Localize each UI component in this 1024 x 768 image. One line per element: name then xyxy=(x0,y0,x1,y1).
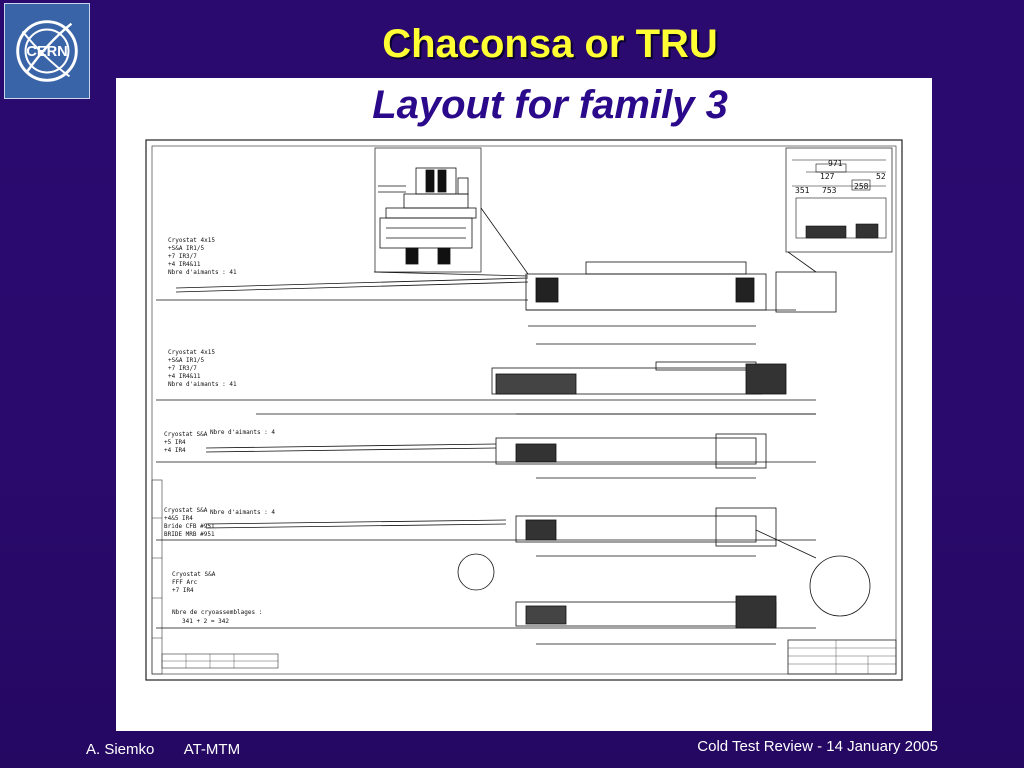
footer-left: A. Siemko AT-MTM xyxy=(86,741,266,758)
row1-note-2: +S&A IR1/5 xyxy=(168,245,205,252)
footer-author: A. Siemko xyxy=(86,741,155,758)
row4-note-1: Cryostat S&A xyxy=(164,507,208,514)
row5-note-1: Cryostat S&A xyxy=(172,571,216,578)
row1-note-3: +7 IR3/7 xyxy=(168,253,197,260)
logo-text: CERN xyxy=(26,44,67,60)
layout-row-4 xyxy=(156,507,871,617)
dimension-971: 971 xyxy=(828,159,843,168)
footer-group: AT-MTM xyxy=(183,741,241,758)
dimension-258: 258 xyxy=(854,182,869,191)
layout-row-1 xyxy=(156,207,837,327)
row2-note-4: +4 IR4&11 xyxy=(168,373,201,380)
layout-row-5 xyxy=(156,595,816,645)
row3-label: Nbre d'aimants : 4 xyxy=(210,429,275,436)
row4-note-4: BRIDE MRB #951 xyxy=(164,531,215,538)
row4-note-2: +4&5 IR4 xyxy=(164,515,193,522)
row3-note-2: +5 IR4 xyxy=(164,439,186,446)
row2-note-5: Nbre d'aimants : 41 xyxy=(168,381,237,388)
dimension-52: 52 xyxy=(876,172,886,181)
row1-note-4: +4 IR4&11 xyxy=(168,261,201,268)
dimension-351: 351 xyxy=(795,186,810,195)
row5-note-5: 341 + 2 = 342 xyxy=(182,618,229,625)
row5-note-4: Nbre de cryoassemblages : xyxy=(172,609,262,616)
dimension-753: 753 xyxy=(822,186,837,195)
layout-row-2 xyxy=(156,343,816,415)
drawing-panel xyxy=(116,78,932,731)
row2-note-2: +S&A IR1/5 xyxy=(168,357,205,364)
slide-subtitle: Layout for family 3 xyxy=(372,83,728,127)
layout-drawing: 971 127 52 351 753 258 Cryostat 4x15 +S&… xyxy=(116,78,932,731)
row3-note-3: +4 IR4 xyxy=(164,447,186,454)
row5-note-2: FFF Arc xyxy=(172,579,198,586)
row4-label: Nbre d'aimants : 4 xyxy=(210,509,275,516)
row1-note-1: Cryostat 4x15 xyxy=(168,237,215,244)
cern-logo-icon: CERN xyxy=(4,3,90,99)
row5-note-3: +7 IR4 xyxy=(172,587,194,594)
layout-row-3 xyxy=(156,413,816,479)
slide-title: Chaconsa or TRU xyxy=(382,22,718,66)
row2-note-3: +7 IR3/7 xyxy=(168,365,197,372)
row2-note-1: Cryostat 4x15 xyxy=(168,349,215,356)
dimension-127: 127 xyxy=(820,172,835,181)
row1-note-5: Nbre d'aimants : 41 xyxy=(168,269,237,276)
row4-note-3: Bride CFB #951 xyxy=(164,523,215,530)
row3-note-1: Cryostat S&A xyxy=(164,431,208,438)
footer-event: Cold Test Review - 14 January 2005 xyxy=(697,738,938,755)
